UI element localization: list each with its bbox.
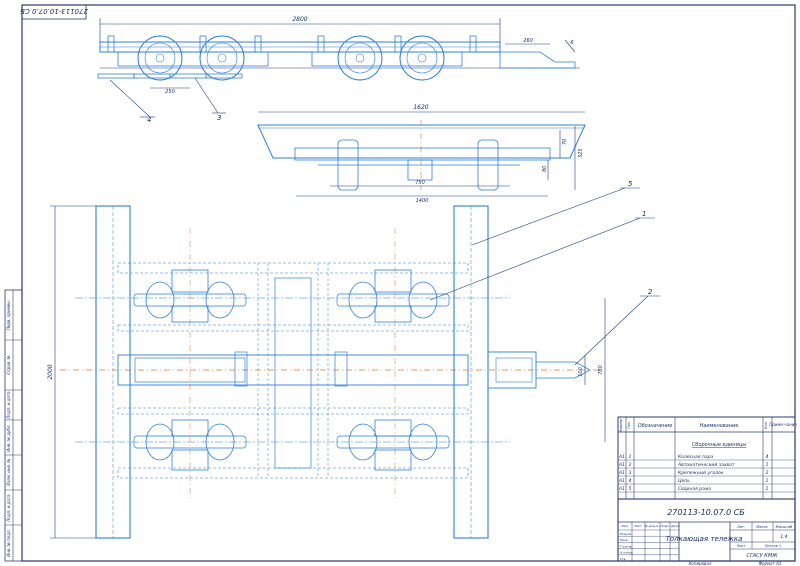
top-stamp-text: 270113-10.07.0 СБ — [20, 7, 88, 15]
wheelset-bottom-left — [133, 419, 247, 471]
automatic-grab — [487, 351, 591, 389]
spec-header-pos: Поз. — [627, 421, 631, 429]
dim-80: 80 — [542, 166, 548, 172]
plan-view: 2000 780 100 5 1 2 — [47, 180, 660, 539]
spec-section-title: Сборочные единицы — [692, 442, 746, 448]
top-stamp: 270113-10.07.0 СБ — [20, 4, 88, 20]
side-chain — [97, 73, 243, 79]
spec-header-format: Формат — [619, 417, 623, 432]
spec-header-name: Наименование — [700, 423, 739, 429]
spec-cell-pos: 5 — [629, 486, 632, 492]
title-role-label: № докум. — [644, 524, 660, 528]
spec-cell-name: Сварная рама — [678, 486, 711, 492]
title-person-label: Н.контр. — [620, 551, 633, 555]
title-sheet-header: Лист — [736, 544, 747, 548]
title-scale-header: Масштаб — [776, 525, 793, 529]
title-scale: 1:4 — [780, 534, 787, 540]
leader-1: 1 — [642, 210, 646, 218]
spec-cell-fmt: А1 — [618, 454, 625, 460]
dim-height-plan: 2000 — [47, 364, 54, 379]
margin-label-7: Инв. № подл. — [6, 529, 11, 557]
title-name: Толкающая тележка — [666, 535, 743, 543]
spec-header-note: Приме-чание — [769, 422, 797, 427]
copied-label: Копировал — [689, 561, 712, 566]
side-view: 2800 — [97, 16, 580, 124]
leader-5: 5 — [628, 180, 633, 188]
spec-cell-name: Колесная пара — [678, 454, 713, 460]
title-person-label: Утв. — [620, 557, 626, 561]
title-person-label: Т.контр. — [620, 544, 633, 548]
title-person-label: Пров. — [620, 538, 629, 542]
wheelset-bottom-right — [336, 419, 450, 471]
title-mass-header: Масса — [756, 525, 767, 529]
spec-cell-fmt: А1 — [618, 462, 625, 468]
title-role-label: Лист — [633, 524, 642, 528]
title-role-label: Подп. — [660, 524, 669, 528]
spec-cell-fmt: А1 — [618, 486, 625, 492]
spec-cell-qty: 1 — [766, 478, 769, 484]
dim-260: 260 — [523, 38, 533, 44]
dim-250: 250 — [165, 89, 175, 95]
leader-4: 4 — [147, 116, 151, 124]
spec-cell-qty: 1 — [766, 462, 769, 468]
spec-cell-qty: 2 — [766, 470, 769, 476]
spec-cell-fmt: А1 — [618, 478, 625, 484]
spec-cell-pos: 2 — [629, 462, 632, 468]
spec-cell-name: Автоматический захват — [677, 462, 735, 468]
spec-header-designation: Обозначение — [638, 423, 673, 429]
drawing-frame — [21, 4, 796, 562]
dim-780: 780 — [598, 365, 604, 375]
spec-cell-pos: 4 — [629, 478, 632, 484]
side-wheels — [137, 35, 445, 81]
spec-cell-pos: 1 — [629, 454, 632, 460]
spec-cell-qty: 1 — [766, 486, 769, 492]
dim-6: 6 — [570, 40, 573, 46]
dim-overall-length: 2800 — [292, 16, 307, 23]
spec-cell-qty: 4 — [766, 454, 769, 460]
spec-cell-name: Цепь — [678, 478, 690, 484]
dim-750: 750 — [415, 180, 425, 186]
title-lit-header: Лит. — [736, 525, 745, 529]
title-sheets: Листов 1 — [764, 544, 781, 548]
spec-cell-fmt: А1 — [618, 470, 625, 476]
specification-table: Формат Поз. Обозначение Наименование Кол… — [617, 416, 797, 500]
margin-label-1: Перв. примен. — [6, 300, 11, 330]
wheelset-top-right — [336, 269, 450, 323]
dim-width-top: 1620 — [413, 104, 428, 111]
leader-2: 2 — [648, 288, 653, 296]
margin-label-5: Взам. инв. № — [6, 458, 11, 485]
dim-100: 100 — [578, 367, 584, 377]
spec-cell-name: Крепежный уголок — [678, 470, 724, 476]
format-label: Формат А1 — [759, 561, 782, 566]
dim-1400: 1400 — [416, 198, 429, 204]
title-organisation: СГАСУ КМЖ — [746, 553, 778, 559]
spec-header-qty: Кол. — [764, 421, 768, 429]
dim-325: 325 — [578, 148, 584, 158]
wheelset-top-left — [133, 269, 247, 323]
margin-label-4: Инв. № дубл. — [6, 424, 11, 451]
margin-label-2: Справ. № — [6, 355, 11, 374]
front-view: 1620 750 1400 70 325 80 — [257, 104, 586, 204]
title-role-label: Изм. — [621, 524, 628, 528]
dim-70: 70 — [562, 139, 568, 145]
spec-cell-pos: 3 — [629, 470, 632, 476]
left-margin-strip: Перв. примен. Справ. № Подп. и дата Инв.… — [4, 289, 23, 562]
leader-3: 3 — [217, 114, 221, 122]
title-code: 270113-10.07.0 СБ — [667, 508, 745, 517]
title-person-label: Разраб. — [620, 532, 632, 536]
title-role-label: Дата — [670, 524, 679, 528]
margin-label-3: Подп. и дата — [6, 391, 11, 419]
margin-label-6: Подп. и дата — [6, 494, 11, 522]
